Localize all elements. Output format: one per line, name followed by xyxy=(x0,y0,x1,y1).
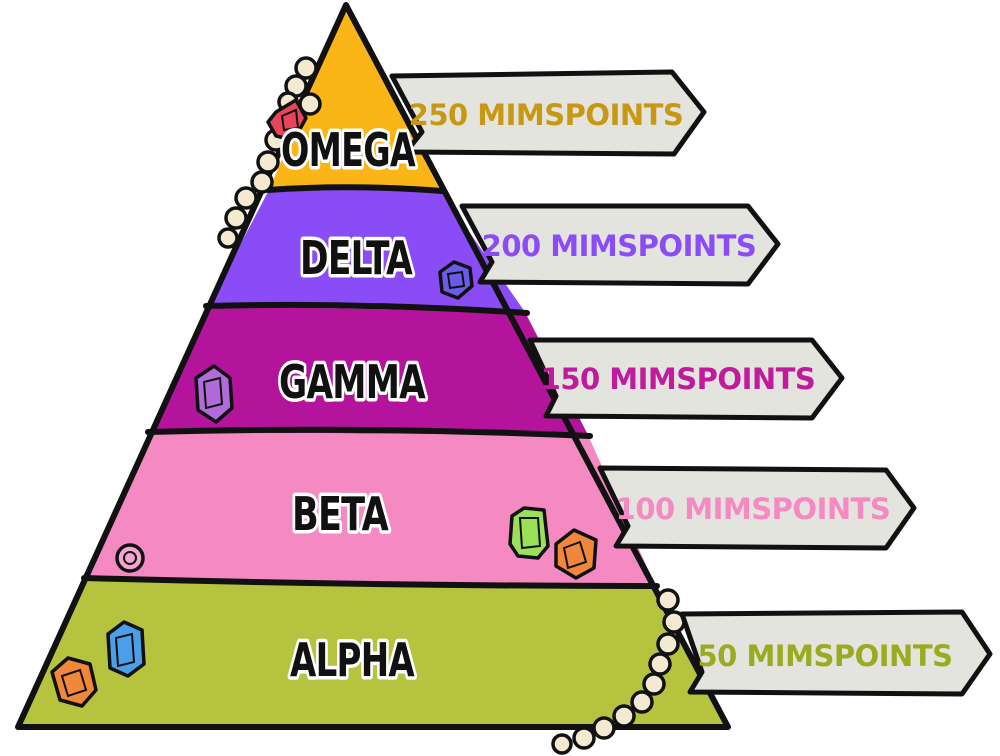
tier-label-alpha: ALPHA xyxy=(290,633,415,687)
pearl xyxy=(656,588,680,612)
sign-omega-arrow xyxy=(389,69,707,157)
tier-label-gamma: GAMMA xyxy=(279,355,426,409)
divider-beta-alpha xyxy=(81,575,660,589)
pearl xyxy=(551,733,573,755)
sign-omega: 250 MIMSPOINTS xyxy=(389,69,707,157)
point-signs: 250 MIMSPOINTS 200 MIMSPOINTS 150 MIMSPO… xyxy=(389,69,993,697)
pearl xyxy=(612,704,636,728)
sign-alpha-arrow xyxy=(679,609,993,697)
sign-omega-points: 250 MIMSPOINTS xyxy=(409,98,684,132)
sign-alpha-points: 50 MIMSPOINTS xyxy=(698,639,953,673)
sign-beta: 100 MIMSPOINTS xyxy=(597,465,917,551)
tier-bands xyxy=(18,6,728,726)
pearl xyxy=(217,227,239,249)
pearl xyxy=(224,206,248,230)
sign-delta: 200 MIMSPOINTS xyxy=(459,203,781,287)
pearl xyxy=(592,716,616,740)
green-gem-icon xyxy=(508,506,550,560)
orange-gem-icon xyxy=(554,528,598,580)
pearl xyxy=(256,150,280,174)
divider-omega-delta xyxy=(265,184,445,194)
pearl xyxy=(572,726,596,750)
sign-gamma-arrow xyxy=(527,337,845,421)
tier-label-beta: BETA xyxy=(292,487,389,541)
tier-label-delta: DELTA xyxy=(300,231,413,285)
sign-beta-arrow xyxy=(597,465,917,551)
sign-alpha: 50 MIMSPOINTS xyxy=(679,609,993,697)
sign-beta-points: 100 MIMSPOINTS xyxy=(616,492,891,526)
tier-label-omega: OMEGA xyxy=(281,123,416,177)
red-gem-icon xyxy=(266,98,308,142)
pearl xyxy=(648,652,672,676)
pearl xyxy=(294,56,318,80)
tier-band-gamma xyxy=(150,306,588,435)
pyramid-outline xyxy=(15,2,731,730)
pearl xyxy=(234,186,258,210)
sign-gamma: 150 MIMSPOINTS xyxy=(527,337,845,421)
pearl xyxy=(642,672,666,696)
divider-gamma-beta xyxy=(145,426,593,439)
sign-gamma-points: 150 MIMSPOINTS xyxy=(541,362,816,396)
sign-delta-points: 200 MIMSPOINTS xyxy=(482,229,757,263)
tier-labels: OMEGA DELTA GAMMA BETA ALPHA xyxy=(276,120,431,691)
tier-band-omega xyxy=(270,6,440,190)
orange-gem-icon xyxy=(50,656,98,708)
sign-delta-arrow xyxy=(459,203,781,287)
pink-gem-icon xyxy=(115,543,145,573)
blue-purple-gem-icon xyxy=(438,260,474,300)
tier-dividers xyxy=(81,184,660,589)
divider-delta-gamma xyxy=(203,301,530,316)
pearl xyxy=(630,690,654,714)
pearl xyxy=(656,632,680,656)
gems xyxy=(50,98,598,708)
pearl xyxy=(250,170,274,194)
blue-gem-icon xyxy=(106,620,146,678)
purple-gem-icon xyxy=(194,364,234,424)
tier-band-alpha xyxy=(18,578,728,726)
